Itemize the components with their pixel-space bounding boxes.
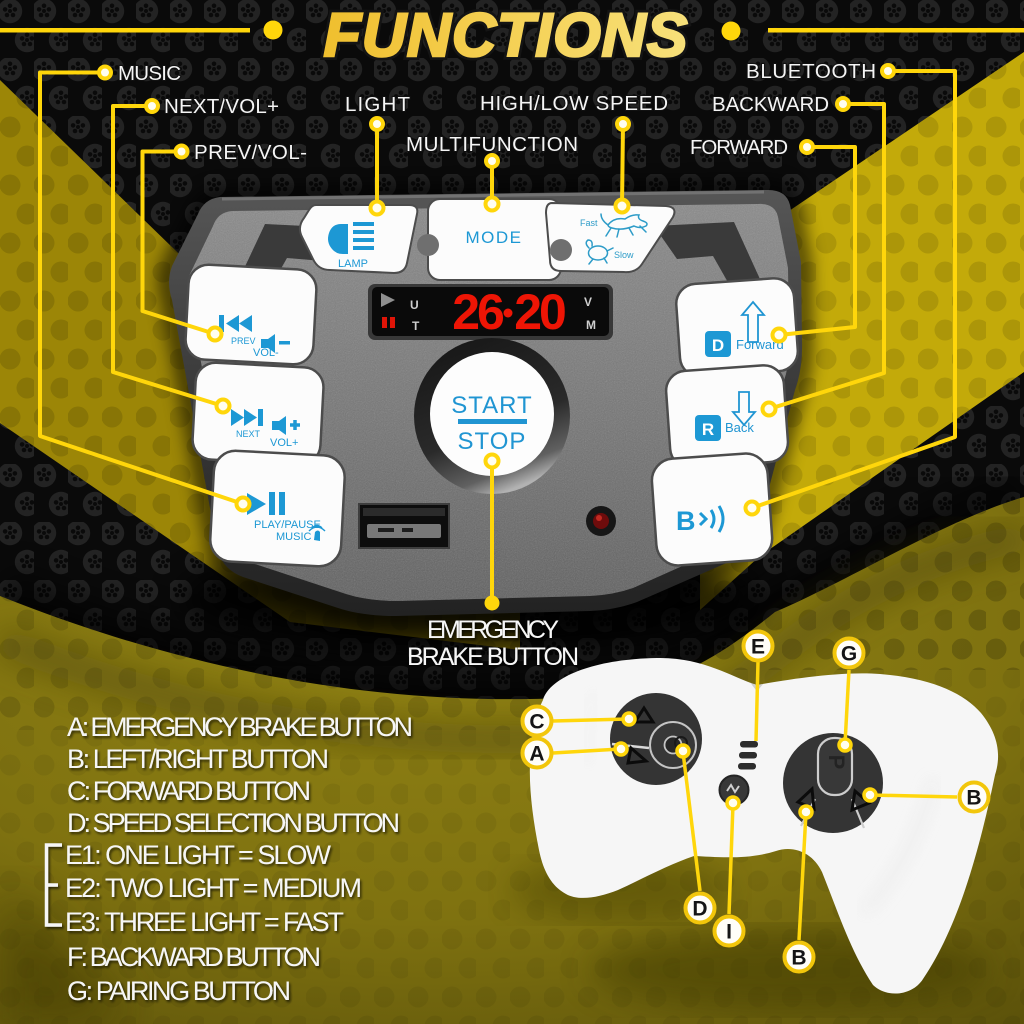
svg-text:B: LEFT/RIGHT BUTTON: B: LEFT/RIGHT BUTTON	[67, 744, 329, 774]
svg-text:MUSIC: MUSIC	[276, 531, 312, 543]
svg-text:Fast: Fast	[580, 218, 598, 228]
svg-text:Forward: Forward	[736, 337, 784, 352]
svg-text:FORWARD: FORWARD	[690, 136, 788, 159]
svg-text:MULTIFUNCTION: MULTIFUNCTION	[406, 133, 578, 156]
svg-text:U: U	[410, 298, 419, 312]
svg-text:NEXT: NEXT	[236, 429, 261, 439]
svg-text:V: V	[584, 295, 592, 309]
svg-text:LAMP: LAMP	[338, 258, 368, 270]
svg-text:FUNCTIONS: FUNCTIONS	[324, 1, 689, 69]
svg-text:P: P	[824, 755, 849, 770]
svg-text:E2: TWO LIGHT = MEDIUM: E2: TWO LIGHT = MEDIUM	[65, 873, 362, 903]
svg-text:R: R	[702, 420, 714, 439]
svg-text:C: FORWARD BUTTON: C: FORWARD BUTTON	[67, 776, 311, 806]
svg-text:E3: THREE LIGHT = FAST: E3: THREE LIGHT = FAST	[65, 907, 344, 937]
svg-text:A: A	[529, 743, 544, 766]
svg-text:VOL+: VOL+	[270, 437, 298, 449]
svg-text:MODE: MODE	[466, 228, 523, 247]
svg-text:E: E	[751, 636, 765, 659]
svg-text:I: I	[726, 921, 732, 944]
svg-text:VOL-: VOL-	[253, 347, 279, 359]
svg-text:START: START	[451, 392, 532, 419]
svg-text:G: G	[841, 643, 857, 666]
svg-text:D: SPEED SELECTION BUTTON: D: SPEED SELECTION BUTTON	[67, 808, 400, 838]
svg-text:Slow: Slow	[614, 250, 634, 260]
svg-text:BRAKE BUTTON: BRAKE BUTTON	[407, 643, 579, 671]
svg-text:BACKWARD: BACKWARD	[712, 93, 829, 116]
svg-text:D: D	[692, 898, 707, 921]
svg-text:26: 26	[452, 284, 503, 340]
svg-text:BLUETOOTH: BLUETOOTH	[746, 60, 876, 83]
svg-text:PREV/VOL-: PREV/VOL-	[194, 141, 307, 164]
svg-text:20: 20	[514, 284, 565, 340]
svg-text:D: D	[712, 336, 724, 355]
svg-text:B: B	[791, 947, 806, 970]
svg-text:NEXT/VOL+: NEXT/VOL+	[164, 95, 279, 118]
svg-text:B: B	[676, 506, 696, 536]
svg-text:G: PAIRING BUTTON: G: PAIRING BUTTON	[67, 976, 291, 1006]
svg-text:HIGH/LOW SPEED: HIGH/LOW SPEED	[480, 92, 668, 115]
svg-text:A: EMERGENCY BRAKE BUTTON: A: EMERGENCY BRAKE BUTTON	[67, 712, 413, 742]
svg-text:M: M	[586, 318, 596, 332]
svg-text:PLAY/PAUSE: PLAY/PAUSE	[254, 519, 321, 531]
svg-text:STOP: STOP	[458, 428, 527, 455]
svg-text:E1: ONE LIGHT = SLOW: E1: ONE LIGHT = SLOW	[65, 840, 332, 870]
svg-text:EMERGENCY: EMERGENCY	[427, 616, 559, 644]
svg-text:Back: Back	[725, 420, 754, 435]
svg-text:C: C	[529, 711, 544, 734]
svg-text:LIGHT: LIGHT	[345, 93, 410, 116]
svg-text:FUNCTIONS: FUNCTIONS	[324, 1, 689, 69]
svg-text:F: BACKWARD BUTTON: F: BACKWARD BUTTON	[67, 942, 321, 972]
svg-text:B: B	[966, 787, 981, 810]
svg-text:MUSIC: MUSIC	[118, 62, 181, 85]
svg-text:PREV: PREV	[231, 336, 256, 346]
svg-text:T: T	[412, 319, 420, 333]
